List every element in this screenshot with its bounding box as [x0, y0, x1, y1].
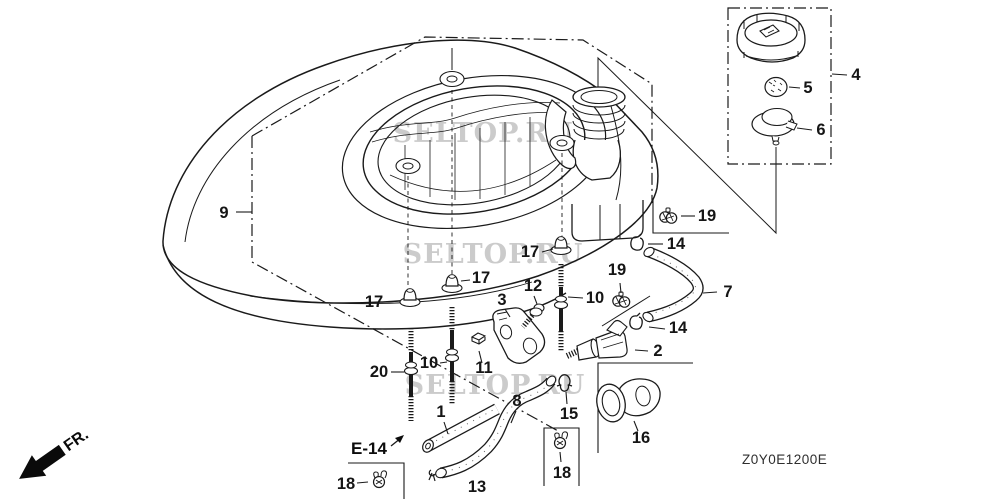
- cap-inset-box: [727, 7, 832, 165]
- mount-bosses: [395, 70, 575, 175]
- callout-13: 13: [468, 478, 486, 496]
- callout-3: 3: [497, 291, 506, 309]
- stud-20-drawing: [403, 328, 419, 421]
- rubber-mount-17-center: [441, 274, 463, 294]
- callout-10: 10: [586, 289, 604, 307]
- callout-14: 14: [669, 319, 688, 337]
- rubber-mount-17-left: [399, 288, 421, 308]
- diagram-code: Z0Y0E1200E: [742, 452, 827, 467]
- tank-frame-outline: [251, 36, 653, 433]
- tube-1-drawing: [422, 403, 500, 453]
- cap-to-neck-leader: [597, 56, 777, 235]
- bracket-3-drawing: [492, 307, 546, 364]
- filler-neck: [544, 86, 626, 181]
- hose-7-drawing: [642, 246, 704, 323]
- callout-15: 15: [560, 405, 578, 423]
- callout-11: 11: [475, 359, 492, 377]
- callout-10: 10: [420, 354, 438, 372]
- callout-18: 18: [337, 475, 355, 493]
- fr-arrow-icon: [19, 444, 66, 479]
- callout-17: 17: [472, 269, 490, 287]
- cap-gasket-drawing: [751, 107, 798, 146]
- callout-19: 19: [698, 207, 716, 225]
- bolt-12-drawing: [521, 303, 545, 329]
- clamp-18-right-drawing: [553, 431, 568, 450]
- hose-end-clip: [428, 469, 436, 482]
- callout-1: 1: [436, 403, 445, 421]
- clip-14-top-drawing: [630, 233, 644, 251]
- fuel-cap-drawing: [736, 12, 806, 63]
- callout-18: 18: [553, 464, 571, 482]
- bracket-e14-group: [348, 462, 405, 499]
- tank-opening-ribs: [369, 102, 563, 200]
- projection-lines: [407, 90, 563, 289]
- watermark-text: SELTOP.RU: [403, 239, 584, 270]
- hose7-group-line: [601, 295, 651, 327]
- valve-2-drawing: [565, 319, 628, 361]
- grommet-16-drawing: [596, 378, 661, 423]
- callout-19: 19: [608, 261, 626, 279]
- front-direction-arrow: FR.: [19, 426, 92, 479]
- e14-label: E-14: [351, 439, 387, 458]
- callout-20: 20: [370, 363, 388, 381]
- bracket-valve-group: [597, 362, 693, 453]
- bracket-clamp18-group: [543, 427, 580, 486]
- e14-reference: E-14: [351, 435, 404, 458]
- callout-5: 5: [803, 79, 812, 97]
- stud-10-right-drawing: [553, 264, 569, 352]
- clamp-19-top-drawing: [659, 207, 678, 224]
- callout-17: 17: [521, 243, 539, 261]
- clip-15-drawing: [556, 374, 573, 392]
- rubber-mount-17-right: [550, 236, 572, 256]
- clip-14-bottom-drawing: [629, 312, 643, 330]
- hose-8-drawing: [428, 375, 557, 482]
- bracket-clamp19-group: [652, 199, 729, 234]
- fuel-tank-drawing: [162, 39, 659, 330]
- callout-6: 6: [816, 121, 825, 139]
- fr-label: FR.: [61, 426, 92, 455]
- callout-14: 14: [667, 235, 686, 253]
- callout-4: 4: [851, 66, 861, 84]
- callout-7: 7: [723, 283, 732, 301]
- callout-12: 12: [524, 277, 542, 295]
- cap-filter-drawing: [764, 76, 788, 98]
- nut-11-drawing: [470, 332, 487, 345]
- callout-2: 2: [653, 342, 662, 360]
- callout-9: 9: [219, 204, 228, 222]
- stud-10-center-drawing: [444, 307, 460, 405]
- callout-17: 17: [365, 293, 383, 311]
- leader-lines: [236, 73, 848, 484]
- clamp-19-mid-drawing: [612, 291, 631, 308]
- callout-16: 16: [632, 429, 650, 447]
- clamp-18-left-drawing: [372, 470, 387, 489]
- tank-sump: [571, 200, 644, 242]
- callout-8: 8: [512, 392, 521, 410]
